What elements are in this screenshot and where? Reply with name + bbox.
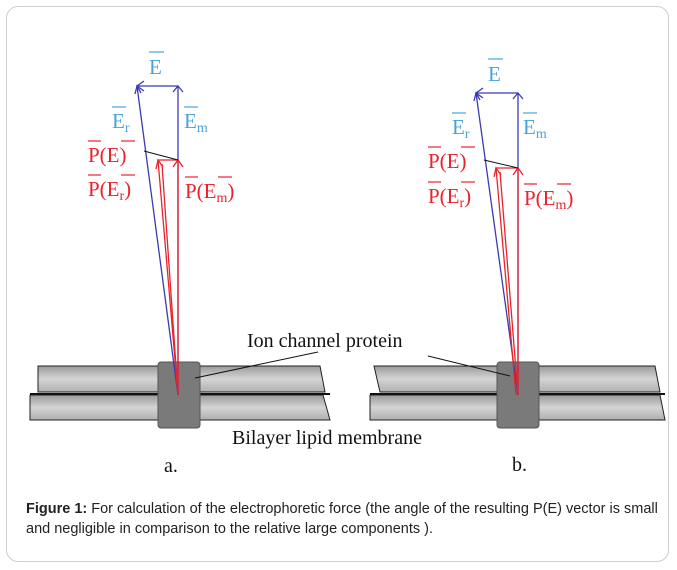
ion-channel-protein-a — [157, 361, 201, 429]
field-vectors-a — [134, 80, 184, 396]
caption-prefix: Figure 1: — [26, 501, 88, 517]
svg-text:P(Er): P(Er) — [88, 177, 131, 204]
panel-a-label: a. — [164, 455, 178, 477]
svg-text:Em: Em — [184, 109, 208, 136]
vector-labels-a: E Er Em P(E) P(Er) P(Em) — [88, 51, 234, 206]
panel-b: E Er Em P(E) P(Er) P(Em) b. — [369, 58, 666, 476]
panel-b-label: b. — [512, 454, 527, 476]
svg-text:P(Em): P(Em) — [185, 179, 234, 206]
polarization-vectors-b — [493, 166, 524, 396]
svg-text:Em: Em — [523, 115, 547, 142]
svg-text:P(E): P(E) — [428, 149, 467, 173]
polarization-vectors-a — [155, 158, 184, 396]
svg-text:P(Em): P(Em) — [524, 186, 573, 213]
svg-text:E: E — [149, 55, 162, 79]
vector-labels-b: E Er Em P(E) P(Er) P(Em) — [428, 58, 573, 213]
svg-text:Er: Er — [112, 109, 130, 136]
svg-text:Er: Er — [452, 115, 470, 142]
figure-frame — [6, 6, 669, 562]
svg-text:P(E): P(E) — [88, 143, 127, 167]
membrane-label: Bilayer lipid membrane — [232, 427, 422, 449]
caption-text: For calculation of the electrophoretic f… — [26, 501, 658, 537]
svg-text:E: E — [488, 62, 501, 86]
ion-channel-label: Ion channel protein — [247, 330, 403, 352]
panel-a: E Er Em P(E) P(Er) P(Em) a. — [29, 51, 331, 477]
field-vectors-b — [473, 87, 524, 396]
svg-text:P(Er): P(Er) — [428, 184, 471, 211]
figure-caption: Figure 1: For calculation of the electro… — [26, 499, 662, 539]
